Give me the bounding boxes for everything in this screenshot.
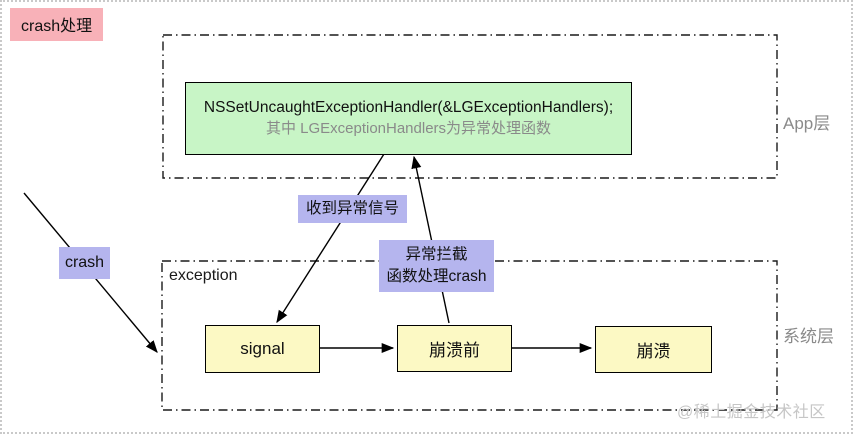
handler-code-line: NSSetUncaughtExceptionHandler(&LGExcepti… xyxy=(203,98,614,116)
flow-label-received-signal: 收到异常信号 xyxy=(298,195,407,223)
app-layer-label: App层 xyxy=(783,114,831,133)
flow-label-exception-intercept: 异常拦截 函数处理crash xyxy=(379,240,494,292)
intercept-line2: 函数处理crash xyxy=(386,268,487,285)
exception-handler-box: NSSetUncaughtExceptionHandler(&LGExcepti… xyxy=(185,82,632,155)
system-layer-label: 系统层 xyxy=(783,327,834,346)
exception-container-label: exception xyxy=(169,267,238,284)
node-crash: 崩溃 xyxy=(595,326,712,373)
node-pre-crash: 崩溃前 xyxy=(397,325,512,372)
watermark: @稀土掘金技术社区 xyxy=(677,404,826,421)
node-signal: signal xyxy=(205,325,320,373)
system-layer-container xyxy=(161,260,778,411)
handler-note-line: 其中 LGExceptionHandlers为异常处理函数 xyxy=(265,119,552,137)
app-layer-container xyxy=(162,34,778,179)
intercept-line1: 异常拦截 xyxy=(405,245,468,263)
arrow-handler-to-signal xyxy=(276,153,385,324)
page-title: crash处理 xyxy=(10,8,104,41)
flow-label-crash: crash xyxy=(59,247,110,279)
